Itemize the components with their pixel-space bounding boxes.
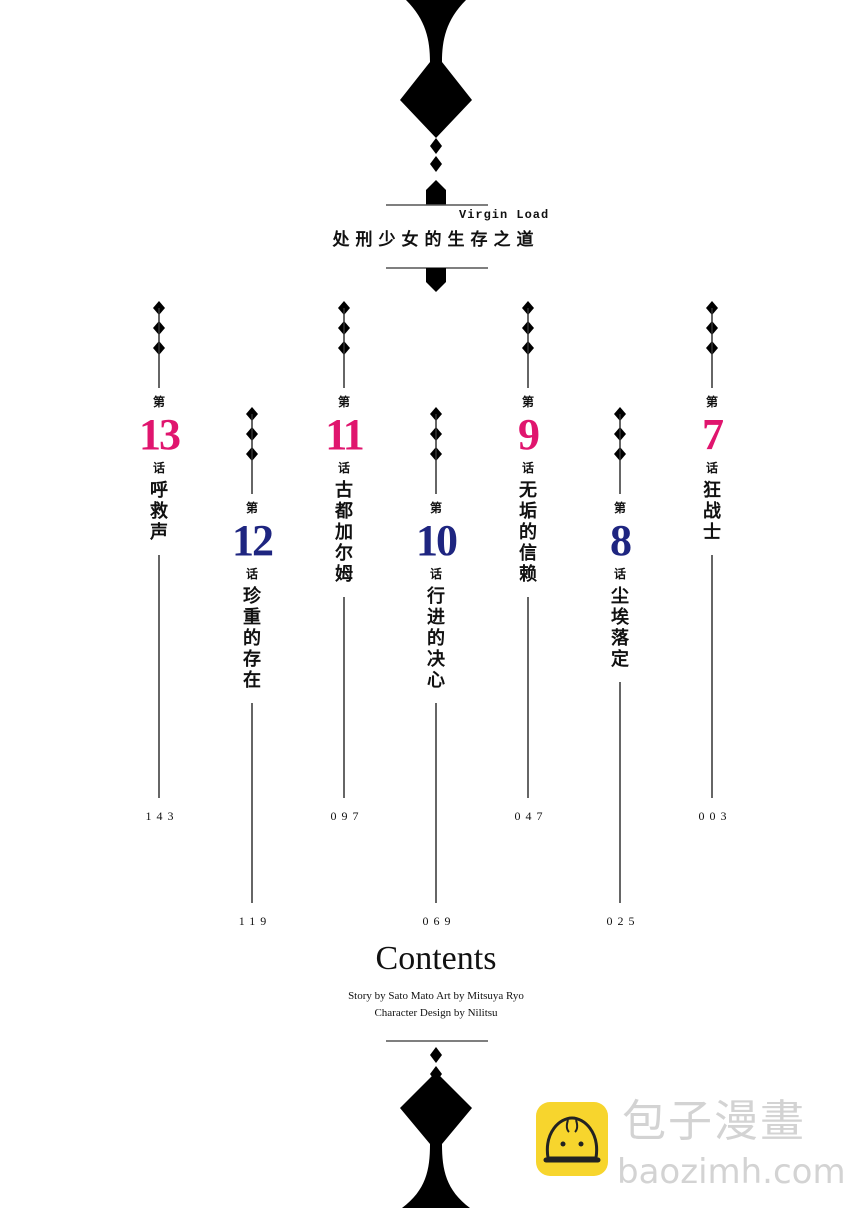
chapter-title: 行进的决心 [427, 586, 445, 691]
chapter-number: 9 [518, 410, 540, 459]
credits-line: Story by Sato Mato Art by Mitsuya Ryo [348, 990, 524, 1002]
contents-heading: Contents [375, 940, 497, 977]
chapter-number: 12 [232, 516, 274, 565]
chapter-title: 无垢的信赖 [519, 480, 537, 585]
bun-icon [543, 1116, 601, 1163]
chapter-prefix: 第 [613, 501, 626, 515]
chapter-suffix: 话 [152, 461, 165, 475]
chapter-number: 10 [416, 516, 458, 565]
top-hourglass-ornament [400, 0, 472, 138]
chapter-title: 古都加尔姆 [335, 480, 353, 585]
chapter-number: 11 [325, 410, 365, 459]
chapter-suffix: 话 [429, 567, 442, 581]
chapter-page: 119 [238, 914, 272, 928]
chapter-suffix: 话 [613, 567, 626, 581]
chapter-suffix: 话 [245, 567, 258, 581]
chapter-page: 097 [330, 809, 364, 823]
chapter-prefix: 第 [521, 395, 534, 409]
chapter-title: 呼救声 [150, 480, 168, 543]
chapter-page: 143 [145, 809, 179, 823]
chapter-page: 047 [514, 809, 548, 823]
diamond-icon [430, 138, 442, 172]
pentagon-ornament [426, 268, 446, 292]
chapter-prefix: 第 [337, 395, 350, 409]
credits-line: Character Design by Nilitsu [374, 1007, 498, 1019]
watermark-name: 包子漫畫 [622, 1096, 806, 1147]
pentagon-ornament [426, 180, 446, 205]
chapter-prefix: 第 [429, 501, 442, 515]
chapter-page: 003 [698, 809, 732, 823]
chapter-page: 025 [606, 914, 640, 928]
chapter-suffix: 话 [337, 461, 350, 475]
chapter-number: 7 [702, 410, 724, 459]
chapter-number: 8 [610, 516, 632, 565]
chapter-prefix: 第 [245, 501, 258, 515]
watermark-logo-icon [536, 1102, 608, 1176]
bottom-hourglass-ornament [400, 1072, 472, 1208]
chapter-title: 珍重的存在 [243, 586, 261, 691]
credits: Story by Sato Mato Art by Mitsuya Ryo Ch… [0, 988, 850, 1022]
chapter-title: 狂战士 [703, 480, 721, 543]
chapter-prefix: 第 [705, 395, 718, 409]
chapter-number: 13 [139, 410, 181, 459]
chapter-suffix: 话 [521, 461, 534, 475]
chapter-page: 069 [422, 914, 456, 928]
title-english: Virgin Load [459, 208, 550, 222]
watermark-domain: baozimh.com [617, 1152, 846, 1192]
title-chinese: 处刑少女的生存之道 [332, 230, 540, 250]
chapter-title: 尘埃落定 [611, 586, 629, 670]
chapter-suffix: 话 [705, 461, 718, 475]
chapter-prefix: 第 [152, 395, 165, 409]
diamond-icon [430, 1047, 442, 1082]
